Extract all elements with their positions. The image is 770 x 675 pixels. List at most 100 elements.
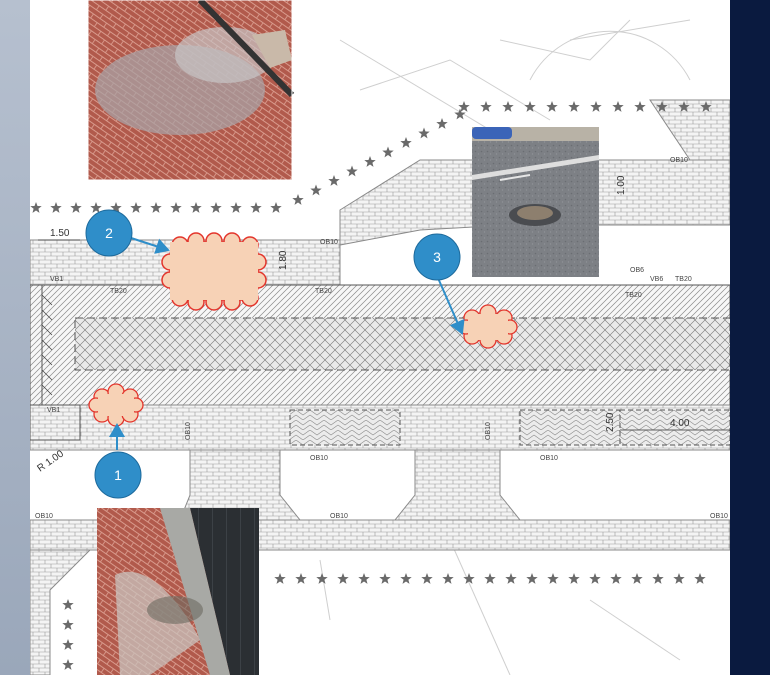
photo-water-along-kerb bbox=[97, 508, 259, 675]
tree-symbol bbox=[50, 202, 62, 213]
tree-symbol bbox=[505, 573, 517, 584]
callout-3-number: 3 bbox=[433, 249, 441, 265]
code-vb1-b: VB1 bbox=[47, 407, 60, 414]
tree-symbol bbox=[612, 101, 624, 112]
dimension-1-00: 1.00 bbox=[616, 175, 627, 195]
tree-symbol bbox=[442, 573, 454, 584]
callout-2-number: 2 bbox=[105, 225, 113, 241]
callout-1[interactable]: 1 bbox=[94, 451, 142, 499]
tree-symbol bbox=[484, 573, 496, 584]
tree-symbol bbox=[678, 101, 690, 112]
tree-symbol bbox=[316, 573, 328, 584]
tree-symbol bbox=[230, 202, 242, 213]
tree-symbol bbox=[30, 202, 42, 213]
photo-ponding-paving bbox=[87, 0, 295, 181]
lower-corner-footway bbox=[30, 549, 92, 675]
tree-symbol bbox=[634, 101, 646, 112]
site-plan-svg: 1.50 1.80 1.00 2.50 4.00 R 1.00 OB10 OB1… bbox=[30, 0, 730, 675]
code-ob10-c: OB10 bbox=[310, 455, 328, 462]
arrow-3 bbox=[437, 277, 465, 335]
left-margin-strip bbox=[0, 0, 30, 675]
callout-2[interactable]: 2 bbox=[85, 209, 133, 257]
tree-symbol bbox=[364, 156, 376, 167]
tree-symbol bbox=[568, 101, 580, 112]
code-ob10-e: OB10 bbox=[35, 513, 53, 520]
code-ob10-h: OB10 bbox=[185, 422, 192, 440]
tree-symbol bbox=[250, 202, 262, 213]
arrow-2 bbox=[127, 236, 170, 254]
code-ob10-i: OB10 bbox=[485, 422, 492, 440]
tree-symbol bbox=[130, 202, 142, 213]
right-margin-strip bbox=[730, 0, 770, 675]
tree-symbol bbox=[328, 175, 340, 186]
code-ob10-f: OB10 bbox=[330, 513, 348, 520]
tree-symbol bbox=[463, 573, 475, 584]
tree-symbol bbox=[190, 202, 202, 213]
code-tb20-b: TB20 bbox=[315, 288, 332, 295]
parking-bay-2 bbox=[519, 409, 621, 446]
tree-symbol bbox=[62, 639, 74, 650]
code-tb20-c: TB20 bbox=[625, 292, 642, 299]
tree-symbol bbox=[458, 101, 470, 112]
tree-symbol bbox=[547, 573, 559, 584]
tree-symbol bbox=[295, 573, 307, 584]
tree-symbol bbox=[694, 573, 706, 584]
tree-symbol bbox=[400, 137, 412, 148]
tree-symbol bbox=[590, 101, 602, 112]
central-paved-strip bbox=[74, 317, 730, 371]
tree-symbol bbox=[62, 599, 74, 610]
tree-symbol bbox=[589, 573, 601, 584]
background-linework bbox=[319, 19, 691, 675]
tree-symbol bbox=[358, 573, 370, 584]
tree-symbol bbox=[150, 202, 162, 213]
tree-symbol bbox=[610, 573, 622, 584]
tree-symbol bbox=[421, 573, 433, 584]
photo-pothole bbox=[472, 127, 599, 277]
callout-arrows bbox=[109, 236, 465, 450]
dimension-4-00: 4.00 bbox=[670, 418, 690, 429]
tree-symbol bbox=[418, 127, 430, 139]
tree-symbol bbox=[310, 184, 322, 196]
tree-symbol bbox=[480, 101, 492, 112]
tree-symbol bbox=[379, 573, 391, 584]
tree-symbol bbox=[454, 108, 466, 120]
tree-symbol bbox=[337, 573, 349, 584]
dimension-2-50: 2.50 bbox=[605, 412, 616, 432]
callout-1-number: 1 bbox=[114, 467, 122, 483]
tree-symbol bbox=[652, 573, 664, 584]
parking-bay-3 bbox=[619, 409, 730, 446]
defect-cloud-1[interactable] bbox=[88, 383, 144, 427]
tree-symbol bbox=[568, 573, 580, 584]
code-ob10-b: OB10 bbox=[670, 157, 688, 164]
tree-symbol bbox=[110, 202, 122, 213]
tree-symbol bbox=[526, 573, 538, 584]
defect-cloud-2[interactable] bbox=[161, 232, 267, 311]
tree-symbol bbox=[436, 118, 448, 129]
corner-footway bbox=[649, 99, 730, 161]
drawing-codes: OB10 OB10 VB1 TB20 TB20 TB20 TB20 VB6 OB… bbox=[35, 157, 728, 520]
tree-symbol bbox=[631, 573, 643, 584]
tree-symbol bbox=[524, 101, 536, 112]
defect-cloud-3[interactable] bbox=[458, 304, 518, 349]
tree-symbol bbox=[656, 101, 668, 112]
code-ob10-g: OB10 bbox=[710, 513, 728, 520]
tree-symbol bbox=[62, 619, 74, 630]
tree-symbol bbox=[673, 573, 685, 584]
code-ob10-a: OB10 bbox=[320, 239, 338, 246]
tree-rows bbox=[30, 101, 712, 670]
code-vb1-a: VB1 bbox=[50, 276, 63, 283]
code-tb20-d: TB20 bbox=[675, 276, 692, 283]
tree-symbol bbox=[90, 202, 102, 213]
tree-symbol bbox=[210, 202, 222, 213]
tree-symbol bbox=[62, 659, 74, 670]
corner-build-out bbox=[30, 404, 81, 441]
tree-symbol bbox=[346, 165, 358, 177]
dimension-1-80: 1.80 bbox=[278, 250, 289, 270]
radius-label: R 1.00 bbox=[35, 448, 66, 474]
callout-3[interactable]: 3 bbox=[413, 233, 461, 281]
tree-symbol bbox=[546, 101, 558, 112]
dimension-1-50: 1.50 bbox=[50, 228, 70, 239]
road-ticks bbox=[41, 294, 53, 396]
site-plan-drawing: 1.50 1.80 1.00 2.50 4.00 R 1.00 OB10 OB1… bbox=[30, 0, 730, 675]
